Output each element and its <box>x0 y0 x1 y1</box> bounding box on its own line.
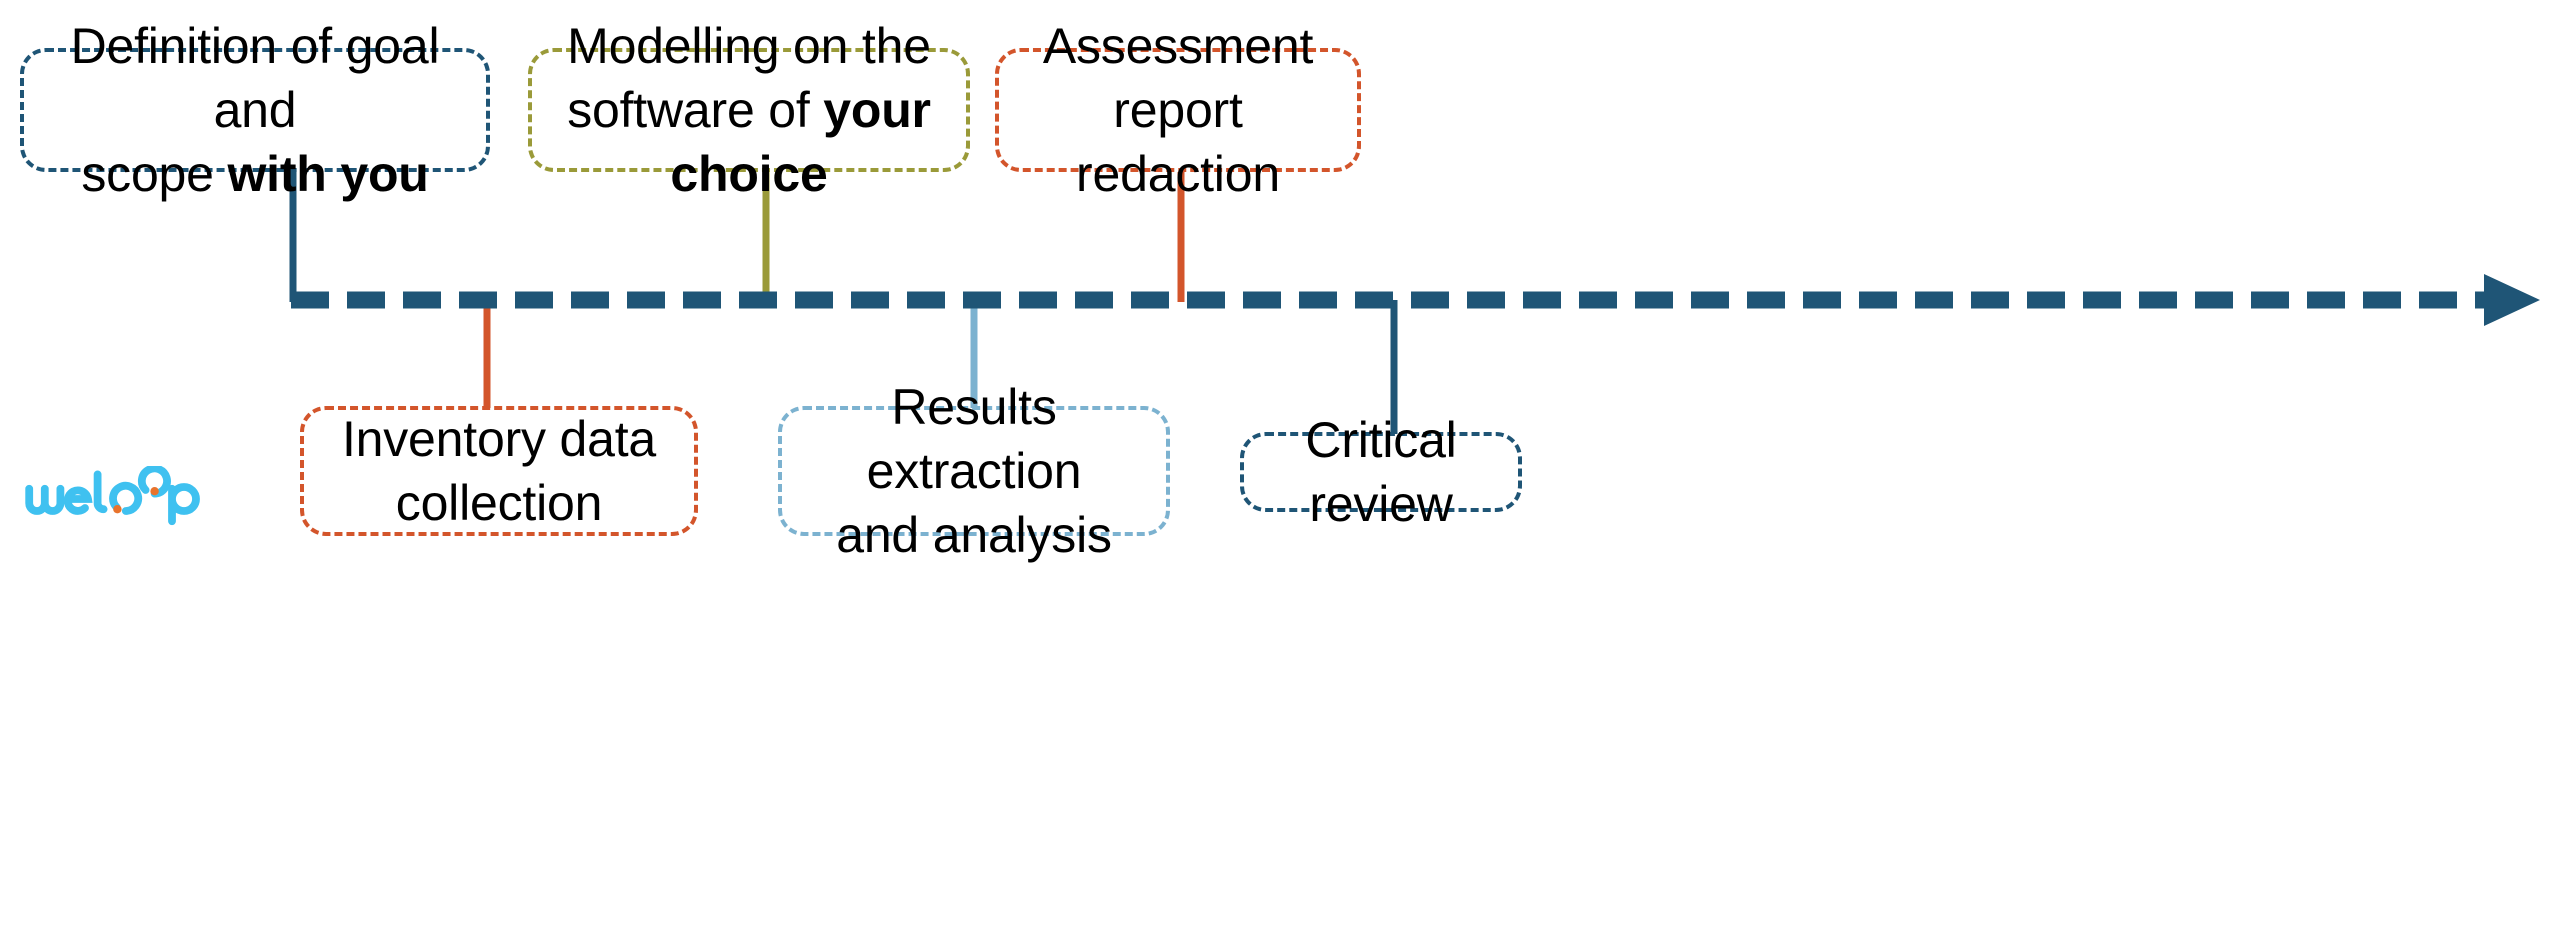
logo-accent-dot-right <box>150 487 159 496</box>
step-label-critical-review: Critical review <box>1305 412 1457 532</box>
timeline-arrowhead <box>2484 274 2540 326</box>
weloop-logo-icon <box>25 464 200 526</box>
step-box-critical-review[interactable]: Critical review <box>1240 412 1522 532</box>
logo-accent-dot-left <box>113 505 122 514</box>
weloop-logo: weloop <box>22 464 202 526</box>
